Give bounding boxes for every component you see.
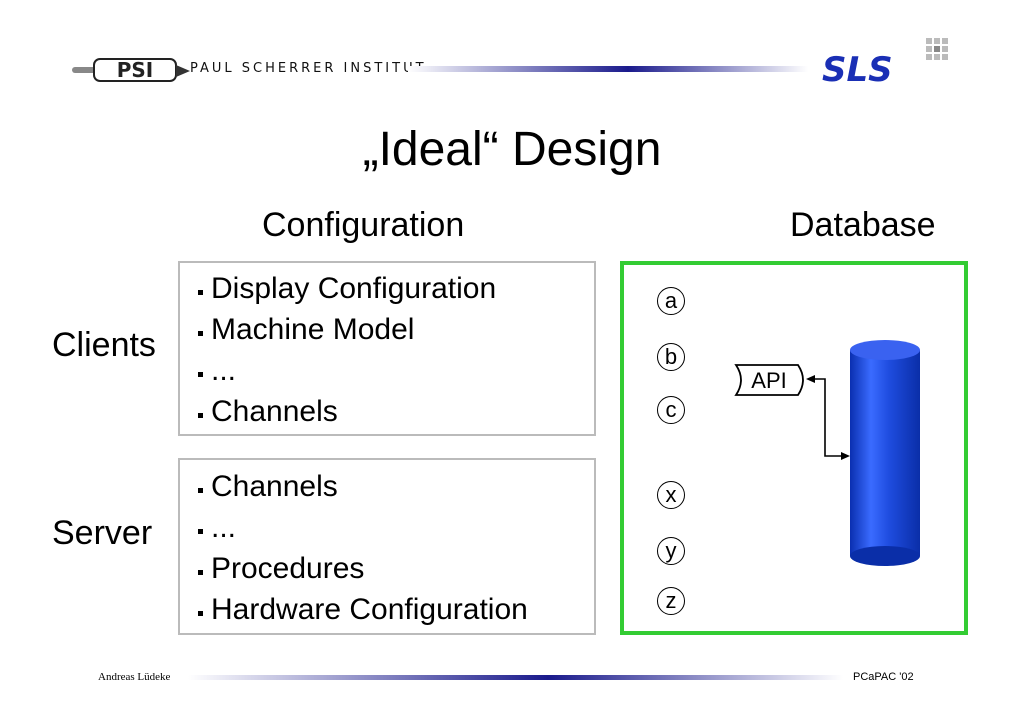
configuration-heading: Configuration	[262, 206, 465, 244]
sls-logo-text: SLS	[822, 50, 893, 86]
sls-grid-icon	[926, 38, 948, 60]
api-shape	[734, 364, 804, 396]
server-label: Server	[52, 514, 153, 552]
bullet-icon	[198, 610, 203, 616]
header-bar	[408, 66, 808, 72]
sls-logo: SLS	[822, 38, 948, 86]
footer-bar	[188, 675, 843, 680]
list-item: Machine Model	[198, 313, 414, 347]
arrow-left-icon	[806, 375, 815, 383]
list-item: ...	[198, 354, 236, 388]
api-connector	[813, 378, 843, 457]
list-item: Procedures	[198, 552, 364, 586]
bullet-icon	[198, 371, 203, 377]
list-item: Channels	[198, 470, 338, 504]
circle-label-b: b	[657, 343, 685, 371]
database-cylinder-icon	[850, 340, 920, 566]
clients-config-box: Display Configuration Machine Model ... …	[178, 261, 596, 436]
bullet-icon	[198, 528, 203, 534]
database-diagram: API	[734, 340, 920, 566]
footer-event: PCaPAC '02	[853, 671, 914, 683]
list-item: Display Configuration	[198, 272, 496, 306]
circle-label-x: x	[657, 481, 685, 509]
footer-author: Andreas Lüdeke	[98, 671, 171, 683]
circle-label-z: z	[657, 587, 685, 615]
database-box	[620, 261, 968, 635]
circle-label-c: c	[657, 396, 685, 424]
bullet-icon	[198, 330, 203, 336]
list-item: Channels	[198, 395, 338, 429]
psi-logo: PSI	[72, 58, 177, 82]
clients-label: Clients	[52, 326, 156, 364]
bullet-icon	[198, 412, 203, 418]
api-label: API	[751, 368, 786, 393]
circle-label-a: a	[657, 287, 685, 315]
psi-logo-text: PSI	[117, 58, 154, 82]
bullet-icon	[198, 487, 203, 493]
list-item: Hardware Configuration	[198, 593, 528, 627]
psi-logo-tail	[176, 65, 190, 77]
server-config-box: Channels ... Procedures Hardware Configu…	[178, 458, 596, 635]
institute-name: PAUL SCHERRER INSTITUT	[190, 61, 427, 76]
circle-label-y: y	[657, 537, 685, 565]
slide-title: „Ideal“ Design	[362, 123, 662, 176]
list-item: ...	[198, 511, 236, 545]
bullet-icon	[198, 289, 203, 295]
bullet-icon	[198, 569, 203, 575]
database-heading: Database	[790, 206, 936, 244]
arrow-right-icon	[841, 452, 850, 460]
